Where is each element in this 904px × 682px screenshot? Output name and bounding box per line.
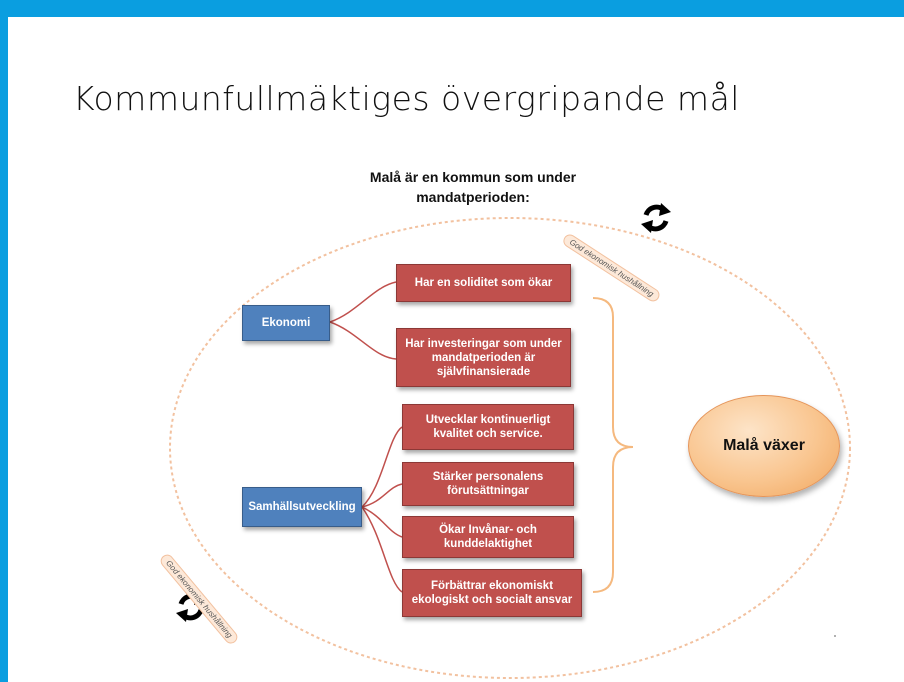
connector-ekonomi-1	[329, 281, 397, 323]
connector-samhall-1	[361, 426, 403, 508]
goal-kvalitet: Utvecklar kontinuerligt kvalitet och ser…	[402, 404, 574, 450]
refresh-icon	[641, 203, 671, 233]
connector-samhall-3	[361, 506, 403, 538]
outcome-label: Malå växer	[723, 437, 805, 454]
category-ekonomi: Ekonomi	[242, 305, 330, 341]
category-samhallsutveckling: Samhällsutveckling	[242, 487, 362, 527]
page-title: Kommunfullmäktiges övergripande mål	[73, 79, 740, 118]
brace	[592, 297, 634, 593]
outcome-ellipse: Malå växer	[688, 395, 840, 497]
goal-ansvar: Förbättrar ekonomiskt ekologiskt och soc…	[402, 569, 582, 617]
slide: Kommunfullmäktiges övergripande mål Malå…	[8, 17, 904, 682]
connector-samhall-4	[361, 506, 403, 593]
diagram-lines	[169, 203, 851, 679]
connector-ekonomi-2	[329, 321, 397, 360]
goal-delaktighet: Ökar Invånar- och kunddelaktighet	[402, 516, 574, 558]
connector-samhall-2	[361, 483, 403, 508]
goal-soliditet: Har en soliditet som ökar	[396, 264, 571, 302]
goal-investeringar: Har investeringar som under mandatperiod…	[396, 328, 571, 387]
stray-dot	[834, 635, 836, 637]
cycle-ellipse	[169, 217, 851, 679]
goal-personal: Stärker personalens förutsättningar	[402, 462, 574, 506]
diagram-subtitle: Malå är en kommun som under mandatperiod…	[369, 169, 577, 205]
